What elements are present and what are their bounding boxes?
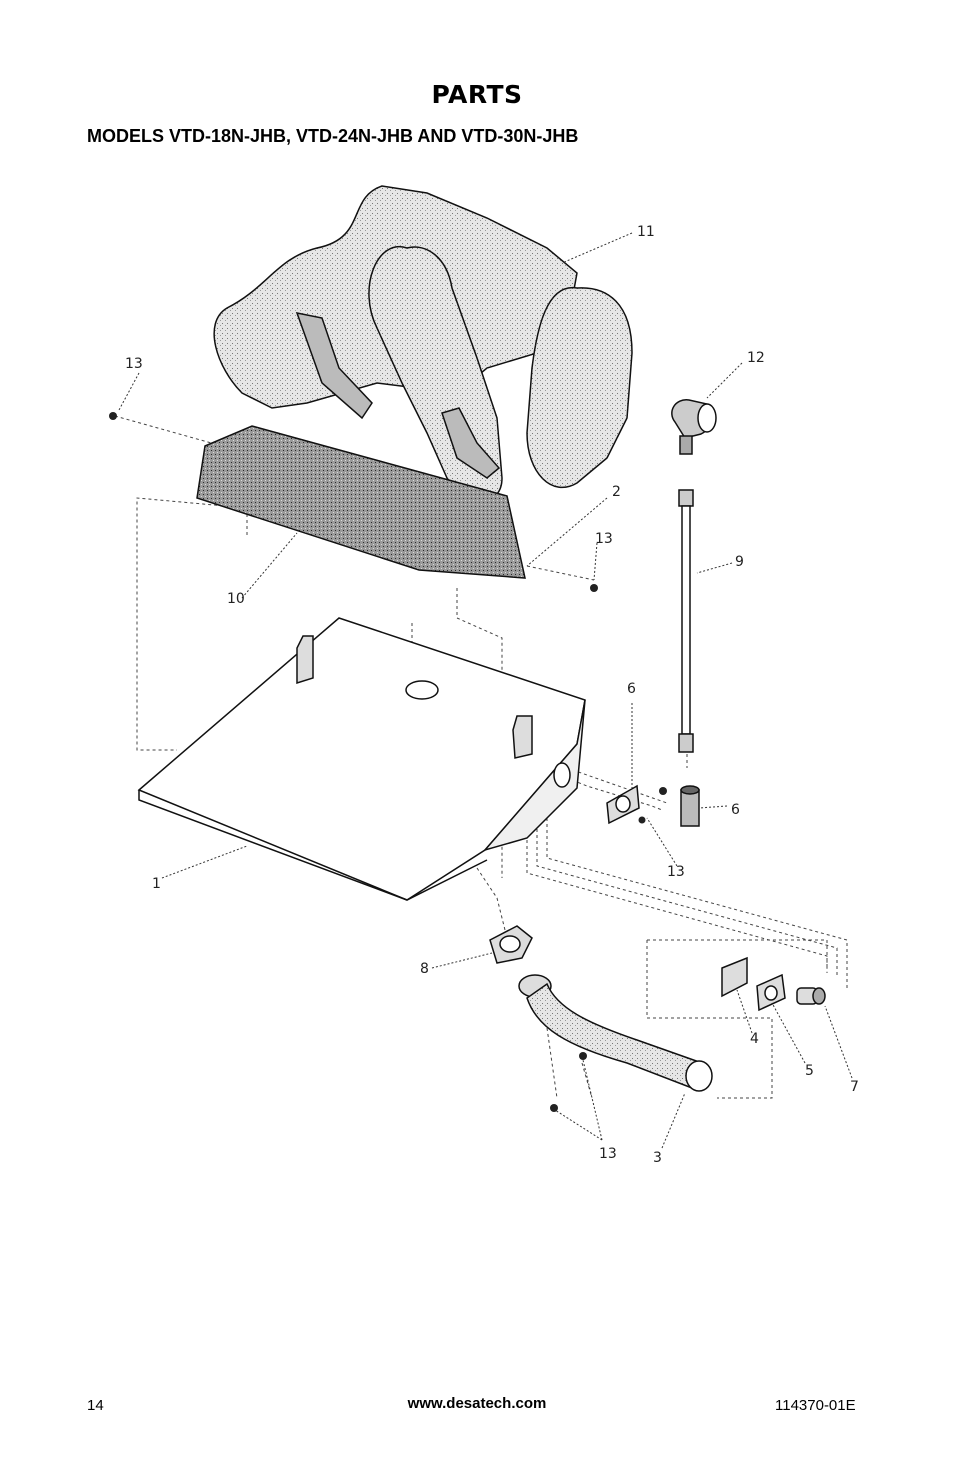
screws <box>109 412 667 1112</box>
callout-labels: 11 12 13 2 13 9 10 6 6 13 1 8 4 5 7 13 3 <box>125 224 859 1166</box>
burner-base <box>137 617 586 901</box>
callout-4: 4 <box>750 1031 759 1047</box>
models-subtitle: MODELS VTD-18N-JHB, VTD-24N-JHB AND VTD-… <box>87 126 579 146</box>
callout-2: 2 <box>612 484 621 500</box>
callout-6-left: 6 <box>627 681 636 697</box>
callout-5: 5 <box>805 1063 814 1079</box>
website-link[interactable]: www.desatech.com <box>407 1395 547 1412</box>
callout-13-bottom: 13 <box>599 1146 617 1162</box>
callout-13-top: 13 <box>125 356 143 372</box>
ember-bed <box>196 425 526 579</box>
valve-hardware <box>721 956 826 1012</box>
burner-tube <box>489 925 713 1092</box>
callout-leaders <box>118 232 853 1149</box>
bracket-plate <box>606 784 640 825</box>
callout-8: 8 <box>420 961 429 977</box>
callout-13-mid: 13 <box>595 531 613 547</box>
callout-11: 11 <box>637 224 655 240</box>
parts-exploded-diagram: 11 12 13 2 13 9 10 6 6 13 1 8 4 5 7 13 3 <box>109 185 859 1166</box>
callout-10: 10 <box>227 591 245 607</box>
callout-7: 7 <box>850 1079 859 1095</box>
callout-6-right: 6 <box>731 802 740 818</box>
page-number: 14 <box>87 1397 104 1414</box>
gas-tube-assembly <box>671 399 717 827</box>
callout-13-right: 13 <box>667 864 685 880</box>
callout-3: 3 <box>653 1150 662 1166</box>
callout-9: 9 <box>735 554 744 570</box>
page-title: PARTS <box>431 80 523 109</box>
callout-1: 1 <box>152 876 161 892</box>
callout-12: 12 <box>747 350 765 366</box>
log-set <box>213 185 633 502</box>
document-code: 114370-01E <box>775 1397 856 1414</box>
